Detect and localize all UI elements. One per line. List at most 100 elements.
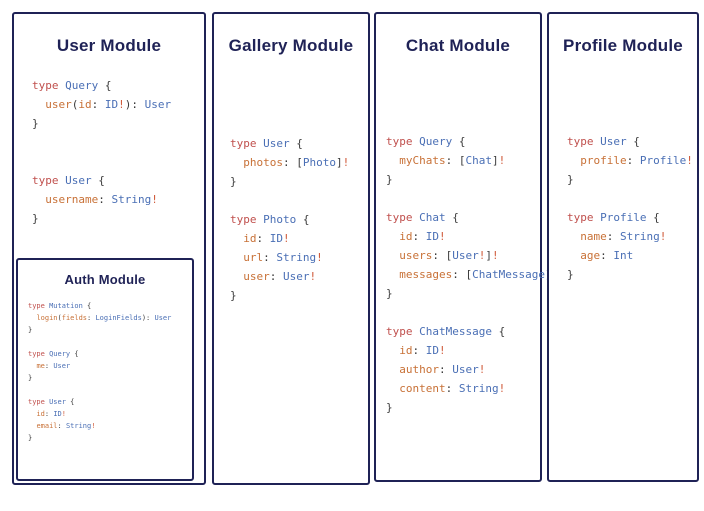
schema-token: { <box>70 350 79 358</box>
schema-token: type <box>230 213 264 226</box>
schema-token: Mutation <box>49 302 83 310</box>
schema-token: { <box>452 135 466 148</box>
schema-token: User <box>452 249 479 262</box>
schema-token: : <box>445 154 459 167</box>
module-title-auth: Auth Module <box>64 272 146 287</box>
schema-line: } <box>567 170 697 189</box>
schema-token: : <box>412 344 426 357</box>
schema-line: } <box>28 432 192 444</box>
schema-line <box>28 336 192 348</box>
schema-token: type <box>386 211 420 224</box>
schema-line <box>28 384 192 396</box>
module-card-chat[interactable]: Chat Module type Query { myChats: [Chat]… <box>374 12 558 482</box>
schema-token: } <box>567 173 574 186</box>
schema-token: User <box>283 270 310 283</box>
schema-token: [ <box>458 154 466 167</box>
schema-token: type <box>28 398 50 406</box>
schema-line: type Photo { <box>230 210 368 229</box>
schema-line: } <box>567 265 697 284</box>
schema-token: Profile <box>639 154 687 167</box>
module-card-profile[interactable]: Profile Module type User { profile: Prof… <box>547 12 699 482</box>
schema-token: : <box>87 314 96 322</box>
schema-token: : <box>445 382 459 395</box>
schema-token: ChatMessage <box>472 268 545 281</box>
schema-token: : <box>44 410 54 418</box>
schema-token: ): <box>141 314 155 322</box>
schema-token: ! <box>498 382 506 395</box>
schema-line: name: String! <box>567 227 697 246</box>
schema-line: } <box>28 372 192 384</box>
schema-line: type Mutation { <box>28 300 192 312</box>
schema-token: ! <box>283 232 290 245</box>
schema-token: Query <box>419 135 453 148</box>
schema-line: author: User! <box>386 360 540 379</box>
schema-line: email: String! <box>28 420 192 432</box>
schema-token <box>386 268 399 281</box>
schema-token: ! <box>478 249 486 262</box>
schema-token <box>567 154 580 167</box>
schema-token: Query <box>65 79 99 92</box>
schema-line: type User { <box>567 132 697 151</box>
schema-line <box>230 191 368 210</box>
schema-token: type <box>567 211 601 224</box>
schema-token: users <box>399 249 433 262</box>
schema-token: ! <box>342 156 350 169</box>
schema-token <box>386 249 399 262</box>
schema-token: ! <box>478 363 486 376</box>
schema-token: } <box>28 374 33 382</box>
schema-line <box>386 189 540 208</box>
schema-line: age: Int <box>567 246 697 265</box>
schema-token: user <box>243 270 270 283</box>
schema-token: ): <box>124 98 145 111</box>
schema-token: } <box>230 175 237 188</box>
module-card-auth[interactable]: Auth Module type Mutation { login(fields… <box>16 258 194 481</box>
schema-token: Photo <box>263 213 297 226</box>
schema-token: ( <box>57 314 62 322</box>
schema-token: ! <box>439 230 446 243</box>
schema-token: type <box>28 350 50 358</box>
schema-token: String <box>111 193 152 206</box>
schema-token: } <box>32 212 39 225</box>
schema-line: type User { <box>28 396 192 408</box>
schema-token: } <box>32 117 39 130</box>
schema-line: user: User! <box>230 267 368 286</box>
module-title-user: User Module <box>56 36 162 55</box>
schema-token: User <box>154 314 172 322</box>
schema-token: String <box>65 422 92 430</box>
schema-line: id: ID! <box>386 227 540 246</box>
schema-token: user <box>45 98 72 111</box>
schema-line: url: String! <box>230 248 368 267</box>
module-card-user[interactable]: User Module type Query { user(id: ID!): … <box>12 12 206 485</box>
schema-token: ! <box>91 422 96 430</box>
schema-token: { <box>91 174 105 187</box>
schema-token: ! <box>492 249 499 262</box>
schema-token: { <box>289 137 303 150</box>
schema-line: messages: [ChatMessage]! <box>386 265 558 284</box>
schema-line: } <box>28 324 192 336</box>
module-card-gallery[interactable]: Gallery Module type User { photos: [Phot… <box>212 12 370 485</box>
schema-line: } <box>230 172 368 191</box>
schema-token <box>567 249 580 262</box>
schema-token: type <box>32 79 66 92</box>
schema-token: id <box>399 230 413 243</box>
schema-line: } <box>32 114 204 133</box>
schema-code-gallery: type User { photos: [Photo]!} type Photo… <box>214 134 368 305</box>
schema-token: { <box>82 302 92 310</box>
schema-token: : <box>263 251 277 264</box>
schema-token: User <box>600 135 627 148</box>
schema-token <box>32 193 45 206</box>
schema-token: ] <box>336 156 343 169</box>
schema-token: ! <box>659 230 667 243</box>
schema-token <box>386 382 399 395</box>
schema-token: myChats <box>399 154 446 167</box>
schema-token: : <box>600 249 614 262</box>
schema-token: [ <box>465 268 473 281</box>
schema-token: : <box>432 249 446 262</box>
schema-token: : <box>98 193 112 206</box>
schema-token: String <box>458 382 499 395</box>
schema-token: } <box>28 434 33 442</box>
schema-token: Photo <box>302 156 336 169</box>
module-title-chat: Chat Module <box>405 36 511 55</box>
schema-token: ! <box>61 410 66 418</box>
